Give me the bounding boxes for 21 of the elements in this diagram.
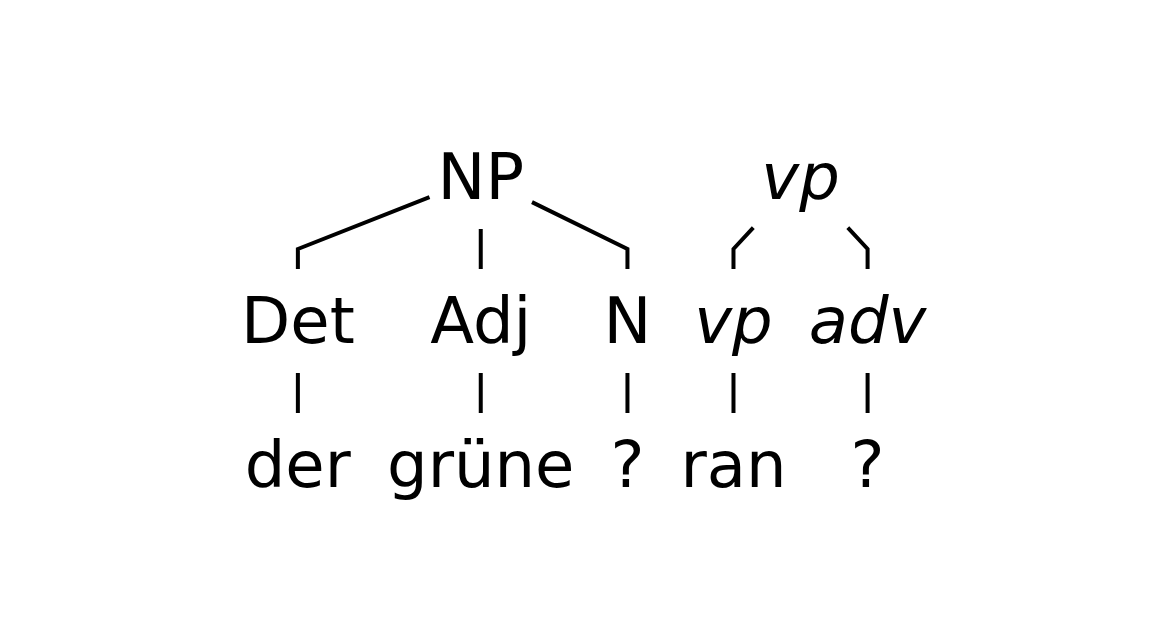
connector bbox=[479, 229, 483, 269]
node-text: ? bbox=[850, 428, 885, 502]
connector bbox=[731, 373, 736, 413]
node-text: NP bbox=[437, 140, 525, 214]
node-text: Det bbox=[241, 284, 356, 358]
connector bbox=[846, 226, 870, 269]
node-text: grüne bbox=[387, 428, 575, 502]
connector bbox=[296, 373, 301, 413]
connector bbox=[625, 373, 630, 413]
node-text: ran bbox=[680, 428, 787, 502]
node-text: vp bbox=[694, 284, 773, 358]
connector bbox=[479, 373, 483, 413]
node-text: ? bbox=[610, 428, 645, 502]
connector bbox=[531, 200, 630, 269]
node-text: vp bbox=[761, 140, 841, 214]
connector bbox=[865, 373, 870, 413]
node-text: Adj bbox=[430, 284, 532, 358]
node-text: N bbox=[603, 284, 652, 358]
connector bbox=[296, 195, 431, 269]
node-text: der bbox=[244, 428, 352, 502]
connector bbox=[731, 226, 755, 269]
